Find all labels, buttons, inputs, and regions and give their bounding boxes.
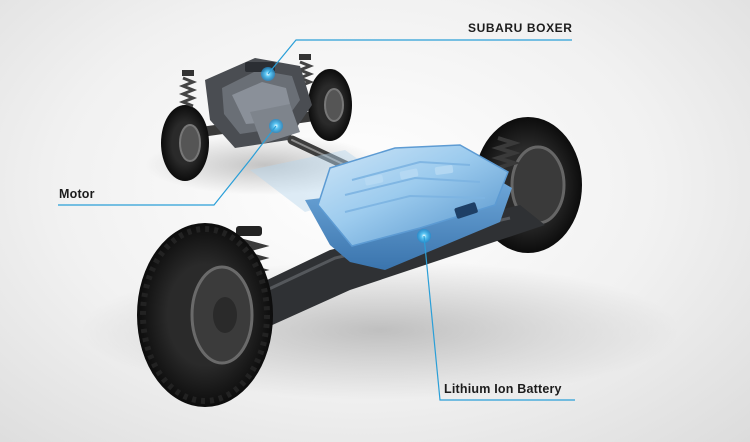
rear-left-spring — [178, 70, 198, 108]
rear-right-rim — [324, 88, 344, 122]
rear-right-spring — [295, 54, 315, 88]
battery-callout-label: Lithium Ion Battery — [444, 382, 562, 396]
engine-callout-line — [267, 39, 572, 75]
front-left-tread — [140, 226, 270, 404]
engine-callout-label: SUBARU BOXER — [468, 21, 573, 35]
front-axle-assembly — [137, 117, 582, 407]
callout-lines — [58, 39, 575, 401]
motor-callout-line — [58, 125, 277, 206]
front-right-spring — [491, 136, 521, 170]
battery-callout-line — [423, 235, 575, 401]
motor-callout-label: Motor — [59, 187, 95, 201]
battery-vent — [454, 202, 478, 219]
rear-left-rim — [179, 124, 201, 162]
